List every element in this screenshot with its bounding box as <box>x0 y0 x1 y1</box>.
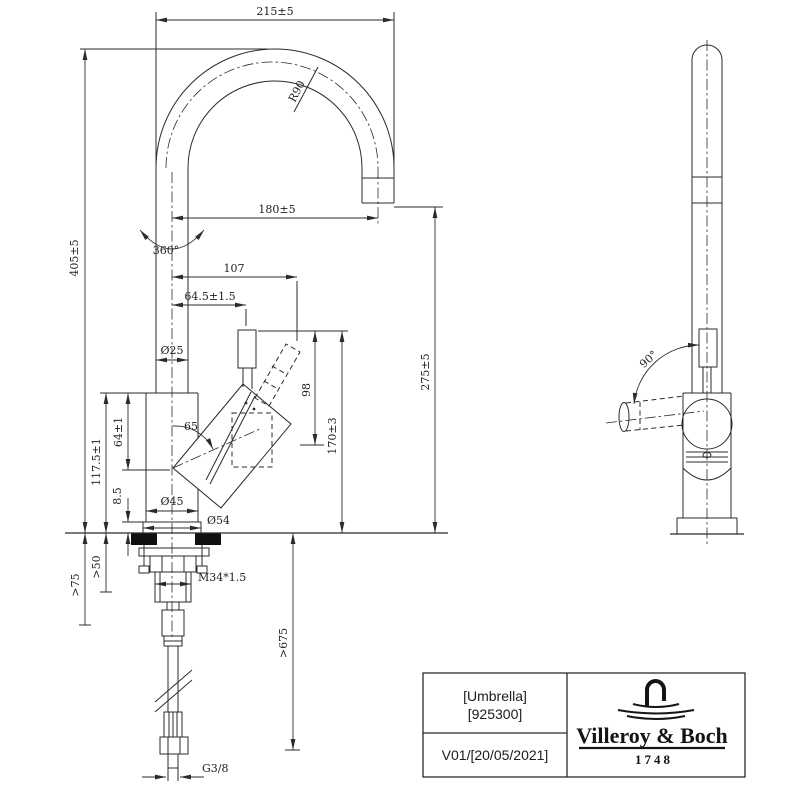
faucet-body <box>142 168 202 640</box>
dim-overall-reach: 215±5 <box>256 5 293 18</box>
mounting-hardware <box>131 533 221 603</box>
dim-overall-height: 405±5 <box>68 239 81 276</box>
title-block: [Umbrella] [925300] V01/[20/05/2021] Vil… <box>422 672 746 778</box>
side-faucet-outline <box>670 40 744 545</box>
side-lever-swing: 90° <box>605 342 705 432</box>
dim-outlet-reach: 180±5 <box>258 203 295 216</box>
brand-name: Villeroy & Boch <box>576 723 728 748</box>
revision-text: V01/[20/05/2021] <box>442 747 549 763</box>
front-dimensions: 215±5 405±5 R90 180±5 275±5 360° 107 <box>68 5 443 781</box>
dim-outlet-height: 275±5 <box>419 353 432 390</box>
model-name: [Umbrella] <box>463 688 527 704</box>
brand-logo-icon <box>617 679 695 720</box>
dim-body-diameter: Ø45 <box>160 495 183 508</box>
dim-body-height: 117.5±1 <box>90 438 103 486</box>
dim-counter-min-50: >50 <box>90 555 103 578</box>
dim-hose-length: >675 <box>277 628 290 658</box>
supply-hose <box>154 601 193 769</box>
dim-base-plate-height: 8.5 <box>111 487 124 505</box>
dim-base-diameter: Ø54 <box>207 514 230 527</box>
dim-shank-thread: M34*1.5 <box>198 571 246 584</box>
brand-established: 1748 <box>635 752 673 767</box>
dim-hose-connection: G3/8 <box>202 762 229 775</box>
dim-lever-tip-reach: 107 <box>224 262 245 275</box>
side-view: 90° <box>605 40 744 545</box>
dim-column-diameter: Ø25 <box>160 344 183 357</box>
lever-alt-position <box>231 343 301 468</box>
dim-swivel-angle: 360° <box>153 244 180 257</box>
article-number: [925300] <box>468 706 523 722</box>
dim-counter-min-75: >75 <box>69 573 82 596</box>
dim-lever-top-height: 98 <box>300 383 313 397</box>
dim-lever-offset: 64.5±1.5 <box>184 290 235 303</box>
dim-lever-tilt-angle: 65 <box>184 420 198 433</box>
dim-lever-pivot-drop: 64±1 <box>112 417 125 447</box>
spout-gooseneck <box>155 48 395 226</box>
front-view: 215±5 405±5 R90 180±5 275±5 360° 107 <box>65 5 448 781</box>
dim-lever-height: 170±3 <box>326 417 339 454</box>
dim-lever-swing-angle: 90° <box>637 348 660 371</box>
